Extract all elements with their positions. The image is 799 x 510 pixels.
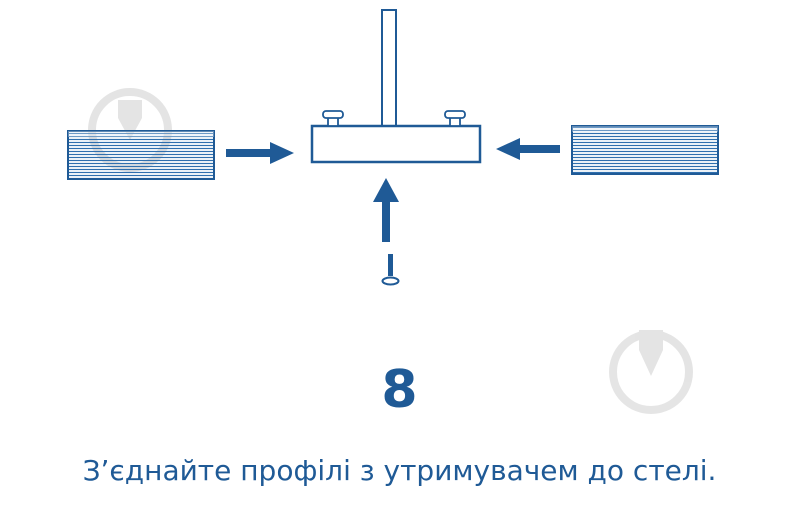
- profile-right: [571, 125, 719, 175]
- screw-icon: [381, 254, 400, 286]
- arrow-right-icon: [226, 142, 294, 164]
- suspension-rod: [381, 9, 397, 127]
- arrow-up-icon: [373, 178, 399, 242]
- step-number: 8: [381, 360, 418, 420]
- ceiling-holder: [310, 110, 482, 164]
- arrow-left-icon: [496, 138, 560, 160]
- bolt-right-icon: [444, 110, 466, 127]
- watermark-right-icon: [609, 330, 693, 414]
- profile-left: [67, 130, 215, 180]
- bolt-left-icon: [322, 110, 344, 127]
- instruction-caption: З’єднайте профілі з утримувачем до стелі…: [82, 454, 717, 487]
